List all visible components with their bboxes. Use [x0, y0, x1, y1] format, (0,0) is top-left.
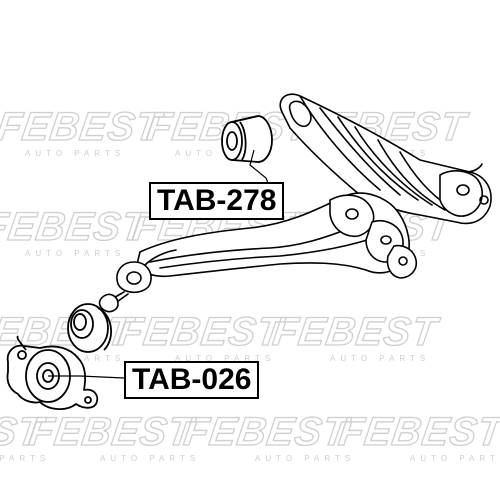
watermark-tagline: AUTO PARTS — [330, 354, 430, 363]
watermark-brand: FEBEST — [115, 309, 287, 354]
watermark-tagline: AUTO PARTS — [25, 149, 125, 158]
watermark-tagline: AUTO PARTS — [0, 454, 50, 463]
watermark-tagline: AUTO PARTS — [175, 354, 275, 363]
watermark-brand: FEBEST — [0, 204, 152, 249]
trailing-arm — [279, 93, 492, 225]
part-number-text: TAB-026 — [132, 363, 252, 396]
watermark-tagline: AUTO PARTS — [255, 454, 355, 463]
watermark-brand: FEBEST — [181, 409, 353, 454]
watermark-tagline: AUTO PARTS — [410, 454, 500, 463]
leader-line-tab-278 — [249, 149, 269, 184]
leader-line-tab-026 — [48, 375, 125, 379]
part-number-label-tab-278: TAB-278 — [149, 182, 285, 220]
watermark-tagline: AUTO PARTS — [175, 149, 275, 158]
watermark-brand: FEBEST — [26, 409, 198, 454]
watermark-tagline: AUTO PARTS — [100, 454, 200, 463]
bushing-ring-tab-026 — [67, 303, 112, 353]
part-number-text: TAB-278 — [157, 184, 277, 217]
lower-arm — [98, 192, 418, 313]
watermark-brand: FEBEST — [270, 309, 442, 354]
watermark-brand: FEBEST — [336, 409, 500, 454]
part-number-label-tab-026: TAB-026 — [124, 361, 260, 399]
bushing-tab-278 — [221, 115, 273, 163]
watermark-brand: FEBEST — [0, 104, 167, 149]
watermark-tagline: AUTO PARTS — [25, 249, 125, 258]
